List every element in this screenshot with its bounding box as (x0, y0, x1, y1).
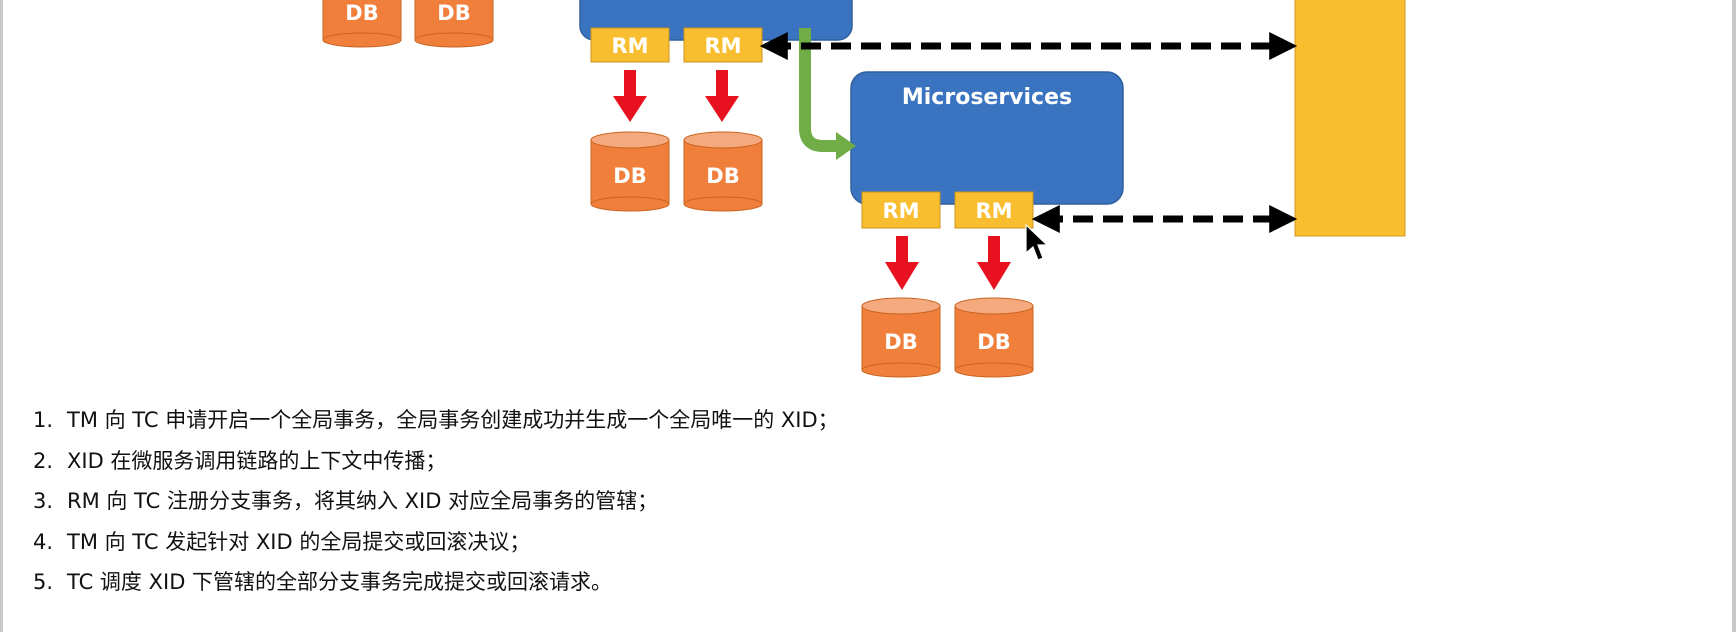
tc-box (1294, 0, 1406, 237)
db-cylinder-mid-1: DB (590, 131, 670, 212)
rm-db-arrow-top-2 (705, 70, 739, 122)
rm-box-bottom-2: RM (954, 191, 1034, 229)
db-cylinder-bottom-1: DB (861, 297, 941, 378)
svg-text:RM: RM (975, 199, 1012, 223)
rm-db-arrow-bottom-1 (885, 236, 919, 290)
right-border (1732, 0, 1736, 632)
step-text: TC 调度 XID 下管辖的全部分支事务完成提交或回滚请求。 (67, 570, 613, 594)
step-number: 5. (33, 570, 54, 594)
step-number: 1. (33, 408, 54, 432)
db-cylinder-topleft-2: DB (414, 0, 494, 48)
step-text: TM 向 TC 发起针对 XID 的全局提交或回滚决议； (67, 529, 531, 554)
step-item: 5. TC 调度 XID 下管辖的全部分支事务完成提交或回滚请求。 (33, 562, 839, 603)
step-item: 2. XID 在微服务调用链路的上下文中传播； (33, 441, 839, 482)
left-border (0, 0, 3, 632)
svg-text:DB: DB (345, 1, 378, 25)
rm-db-arrow-top-1 (613, 70, 647, 122)
mouse-cursor-icon (1025, 223, 1049, 261)
service-call-arrowhead (836, 132, 856, 160)
step-item: 3. RM 向 TC 注册分支事务，将其纳入 XID 对应全局事务的管辖； (33, 481, 839, 522)
svg-text:DB: DB (706, 164, 739, 188)
svg-text:DB: DB (613, 164, 646, 188)
svg-text:RM: RM (611, 34, 648, 58)
rm-box-top-2: RM (683, 27, 763, 63)
db-cylinder-mid-2: DB (683, 131, 763, 212)
microservice-label: Microservices (902, 85, 1072, 110)
db-cylinder-topleft-1: DB (322, 0, 402, 48)
step-text: XID 在微服务调用链路的上下文中传播； (67, 448, 447, 473)
process-step-list: 1. TM 向 TC 申请开启一个全局事务，全局事务创建成功并生成一个全局唯一的 … (33, 400, 839, 603)
step-item: 4. TM 向 TC 发起针对 XID 的全局提交或回滚决议； (33, 522, 839, 563)
svg-text:DB: DB (437, 1, 470, 25)
svg-text:RM: RM (882, 199, 919, 223)
svg-text:RM: RM (704, 34, 741, 58)
step-number: 2. (33, 448, 54, 473)
step-text: RM 向 TC 注册分支事务，将其纳入 XID 对应全局事务的管辖； (67, 489, 659, 513)
step-text: TM 向 TC 申请开启一个全局事务，全局事务创建成功并生成一个全局唯一的 XI… (67, 408, 839, 432)
rm-db-arrow-bottom-2 (977, 236, 1011, 290)
rm-box-bottom-1: RM (861, 191, 941, 229)
svg-text:DB: DB (884, 330, 917, 354)
step-number: 3. (33, 489, 54, 513)
service-call-arrow (799, 28, 838, 152)
rm-box-top-1: RM (590, 27, 670, 63)
svg-text:DB: DB (977, 330, 1010, 354)
step-item: 1. TM 向 TC 申请开启一个全局事务，全局事务创建成功并生成一个全局唯一的 … (33, 400, 839, 441)
db-cylinder-bottom-2: DB (954, 297, 1034, 378)
step-number: 4. (33, 529, 54, 554)
